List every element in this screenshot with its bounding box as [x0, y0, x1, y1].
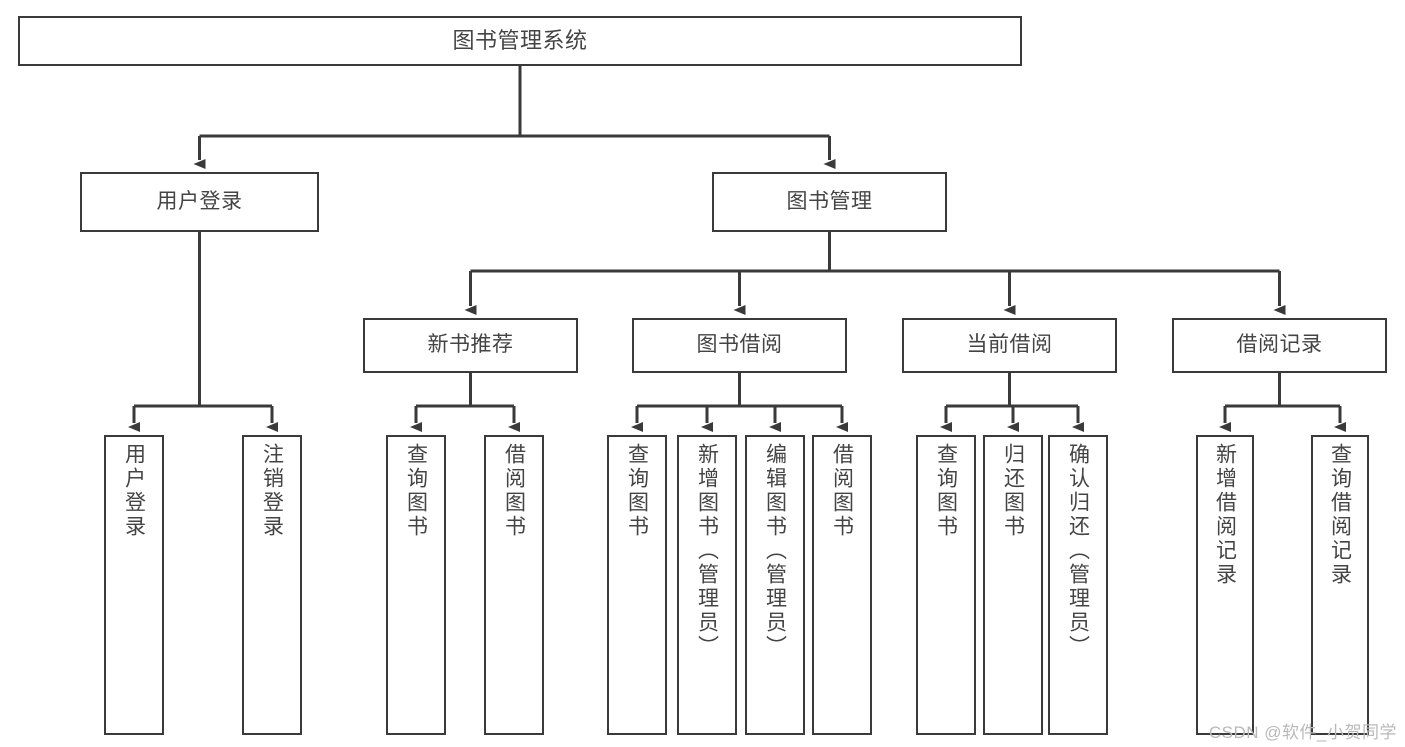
- node-label-leaf-add-record: 新增借阅记录: [1213, 443, 1237, 587]
- node-book-borrow[interactable]: 图书借阅: [632, 318, 847, 373]
- node-root[interactable]: 图书管理系统: [18, 16, 1022, 66]
- node-label-leaf-user-login: 用户登录: [122, 443, 146, 539]
- node-label-leaf-query-book-3: 查询图书: [934, 443, 958, 539]
- node-label-user-login: 用户登录: [156, 189, 243, 213]
- node-label-leaf-return-book: 归还图书: [1001, 443, 1025, 539]
- node-label-leaf-query-book-2: 查询图书: [625, 443, 649, 539]
- node-leaf-query-book-1[interactable]: 查询图书: [386, 435, 446, 735]
- node-label-leaf-edit-book: 编辑图书（管理员）: [763, 443, 787, 659]
- node-label-current-borrow: 当前借阅: [966, 333, 1053, 357]
- node-label-new-book-rec: 新书推荐: [427, 333, 514, 357]
- node-book-manage[interactable]: 图书管理: [712, 172, 947, 232]
- node-borrow-record[interactable]: 借阅记录: [1172, 318, 1387, 373]
- node-user-login[interactable]: 用户登录: [80, 172, 319, 232]
- node-leaf-borrow-book-1[interactable]: 借阅图书: [484, 435, 544, 735]
- node-label-root: 图书管理系统: [452, 28, 588, 54]
- node-leaf-edit-book[interactable]: 编辑图书（管理员）: [745, 435, 805, 735]
- node-label-leaf-borrow-book-1: 借阅图书: [502, 443, 526, 539]
- node-label-leaf-borrow-book-2: 借阅图书: [830, 443, 854, 539]
- node-label-leaf-confirm-return: 确认归还（管理员）: [1066, 443, 1090, 659]
- node-leaf-return-book[interactable]: 归还图书: [983, 435, 1043, 735]
- node-leaf-query-book-3[interactable]: 查询图书: [916, 435, 976, 735]
- node-label-leaf-add-book: 新增图书（管理员）: [695, 443, 719, 659]
- node-leaf-borrow-book-2[interactable]: 借阅图书: [812, 435, 872, 735]
- node-leaf-user-login[interactable]: 用户登录: [104, 435, 164, 735]
- node-leaf-user-logout[interactable]: 注销登录: [242, 435, 302, 735]
- node-leaf-query-book-2[interactable]: 查询图书: [607, 435, 667, 735]
- node-label-leaf-query-record: 查询借阅记录: [1328, 443, 1352, 587]
- node-label-borrow-record: 借阅记录: [1236, 333, 1323, 357]
- node-label-leaf-query-book-1: 查询图书: [404, 443, 428, 539]
- watermark-text: CSDN @软件_小贺同学: [1208, 723, 1397, 742]
- node-leaf-add-record[interactable]: 新增借阅记录: [1196, 435, 1254, 735]
- node-leaf-query-record[interactable]: 查询借阅记录: [1311, 435, 1369, 735]
- node-label-book-borrow: 图书借阅: [696, 333, 783, 357]
- node-label-leaf-user-logout: 注销登录: [260, 443, 284, 539]
- node-current-borrow[interactable]: 当前借阅: [902, 318, 1117, 373]
- node-label-book-manage: 图书管理: [786, 189, 873, 213]
- node-leaf-confirm-return[interactable]: 确认归还（管理员）: [1048, 435, 1108, 735]
- node-leaf-add-book[interactable]: 新增图书（管理员）: [677, 435, 737, 735]
- node-new-book-rec[interactable]: 新书推荐: [363, 318, 578, 373]
